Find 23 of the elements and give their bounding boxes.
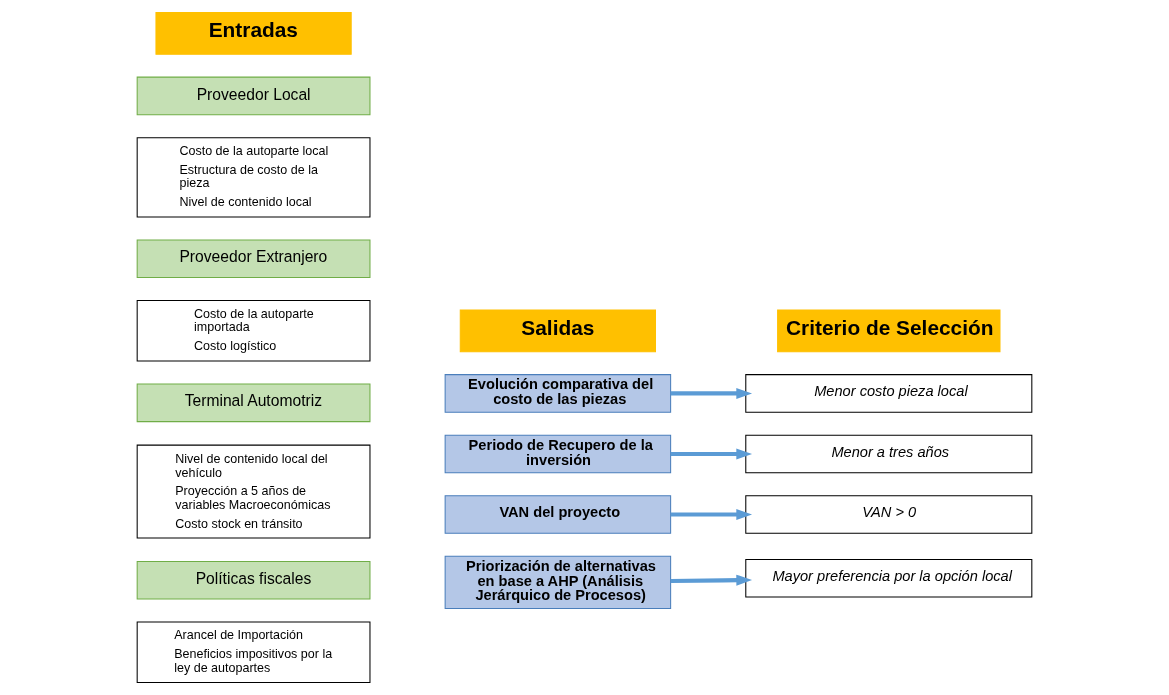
node-box: Menor a tres años (745, 434, 1033, 474)
node-box: Salidas (459, 309, 656, 353)
arrow (670, 387, 753, 399)
node-box: Nivel de contenido local del vehículo Proyección a 5 años de variables Macroeconómicas Costo stock en tránsito (136, 444, 371, 539)
node-box: Terminal Automotriz (136, 383, 371, 423)
node-box: Proveedor Local (136, 76, 371, 116)
node-box: Proveedor Extranjero (136, 239, 371, 279)
node-box: Evolución comparativa del costo de las piezas (444, 374, 672, 413)
node-box: VAN del proyecto (444, 495, 672, 534)
node-box: Mayor preferencia por la opción local (745, 558, 1033, 598)
node-box: Políticas fiscales (136, 561, 371, 600)
node-box: Periodo de Recupero de la inversión (444, 434, 672, 474)
node-box: Costo de la autoparte importada Costo logístico (136, 300, 371, 362)
node-box: Arancel de Importación Beneficios impositivos por la ley de autopartes (136, 621, 371, 684)
node-box: Entradas (155, 11, 352, 55)
node-box: Menor costo pieza local (745, 374, 1033, 413)
node-box: Criterio de Selección (777, 309, 1001, 353)
node-box: Costo de la autoparte local Estructura de costo de la pieza Nivel de contenido local (136, 137, 371, 218)
arrow (670, 448, 753, 460)
arrow (670, 574, 753, 586)
node-box: VAN > 0 (745, 495, 1033, 534)
node-box: Priorización de alternativas en base a AHP (Análisis Jerárquico de Procesos) (444, 555, 672, 609)
arrow (670, 509, 753, 521)
